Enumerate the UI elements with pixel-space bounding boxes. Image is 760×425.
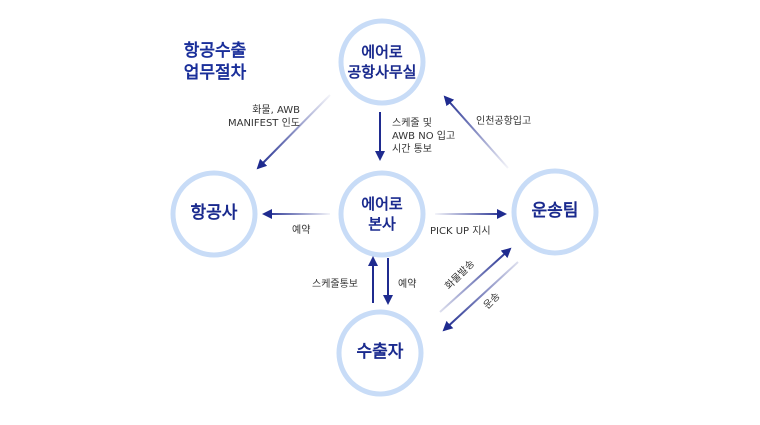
airport-office-label: 에어로 공항사무실 (332, 42, 432, 82)
node-airport-office (338, 18, 426, 106)
edge-label-schedule-notify: 스케줄통보 (312, 279, 358, 290)
delivery-line-1: 화물, AWB (252, 105, 300, 116)
edge-exporter-to-transport (439, 247, 512, 313)
airport-office-line-1: 에어로 (361, 43, 403, 61)
node-exporter (336, 309, 424, 397)
exporter-label: 수출자 (356, 342, 404, 362)
head-office-line-2: 본사 (368, 215, 396, 233)
transport-team-label: 운송팀 (531, 201, 579, 221)
edge-label-reservation-airline: 예약 (292, 225, 311, 236)
head-office-label: 에어로 본사 (332, 194, 432, 234)
airline-label: 항공사 (190, 203, 238, 223)
edge-label-pickup: PICK UP 지시 (430, 226, 491, 237)
airport-office-line-2: 공항사무실 (347, 63, 417, 81)
edge-transport-to-exporter (442, 261, 519, 332)
delivery-line-2: MANIFEST 인도 (227, 118, 300, 129)
node-transport-team (511, 168, 599, 256)
title-line-1: 항공수출 (183, 41, 247, 61)
edge-label-incheon: 인천공항입고 (476, 116, 532, 127)
schedule-notice-line-1: 스케줄 및 (392, 118, 432, 129)
schedule-notice-line-2: AWB NO 입고 (392, 131, 456, 142)
head-office-line-1: 에어로 (361, 195, 403, 213)
node-head-office (338, 170, 426, 258)
schedule-notice-line-3: 시간 통보 (392, 144, 432, 155)
edge-label-reservation-exporter: 예약 (398, 279, 417, 290)
edge-office-to-airline (256, 94, 331, 170)
edge-label-schedule-notice: 스케줄 및 AWB NO 입고 시간 통보 (392, 117, 492, 156)
node-airline (170, 170, 258, 258)
edge-label-cargo-dispatch: 화물발송 (443, 258, 478, 293)
diagram-title: 항공수출 업무절차 (170, 40, 260, 84)
title-line-2: 업무절차 (183, 63, 247, 83)
edge-label-delivery: 화물, AWB MANIFEST 인도 (210, 104, 300, 130)
edge-transport-to-office (443, 95, 509, 169)
